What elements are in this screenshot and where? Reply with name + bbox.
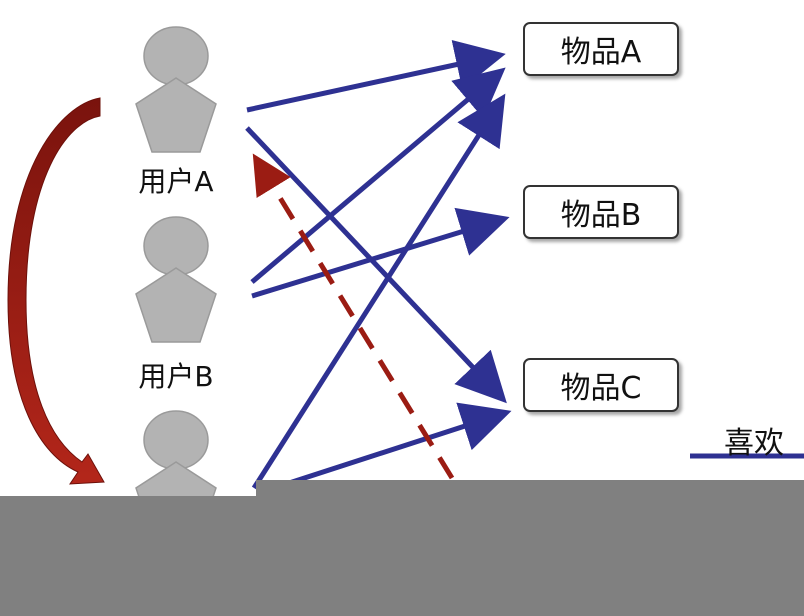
like-arrow-userC-itemA — [251, 93, 506, 490]
like-arrow-userC-itemC — [285, 402, 512, 487]
occlusion-panel — [0, 496, 804, 616]
legend-like-label: 喜欢 — [724, 426, 784, 461]
item-a-box: 物品A — [523, 22, 679, 76]
similarity-curve-arrow — [7, 97, 105, 485]
user-a-label: 用户A — [138, 165, 214, 198]
item-b-box: 物品B — [523, 185, 679, 239]
like-arrow-userB-itemA — [250, 67, 506, 284]
occlusion-panel-tab — [256, 480, 804, 498]
user-b-label: 用户B — [138, 360, 214, 393]
like-arrow-userA-itemA — [246, 40, 506, 113]
item-c-box: 物品C — [523, 358, 679, 412]
recommend-dashed-arrow — [252, 153, 455, 480]
like-arrow-userB-itemB — [251, 207, 510, 299]
user-a-icon — [135, 26, 217, 153]
like-arrow-userA-itemC — [245, 126, 507, 404]
user-b-icon — [135, 216, 217, 343]
